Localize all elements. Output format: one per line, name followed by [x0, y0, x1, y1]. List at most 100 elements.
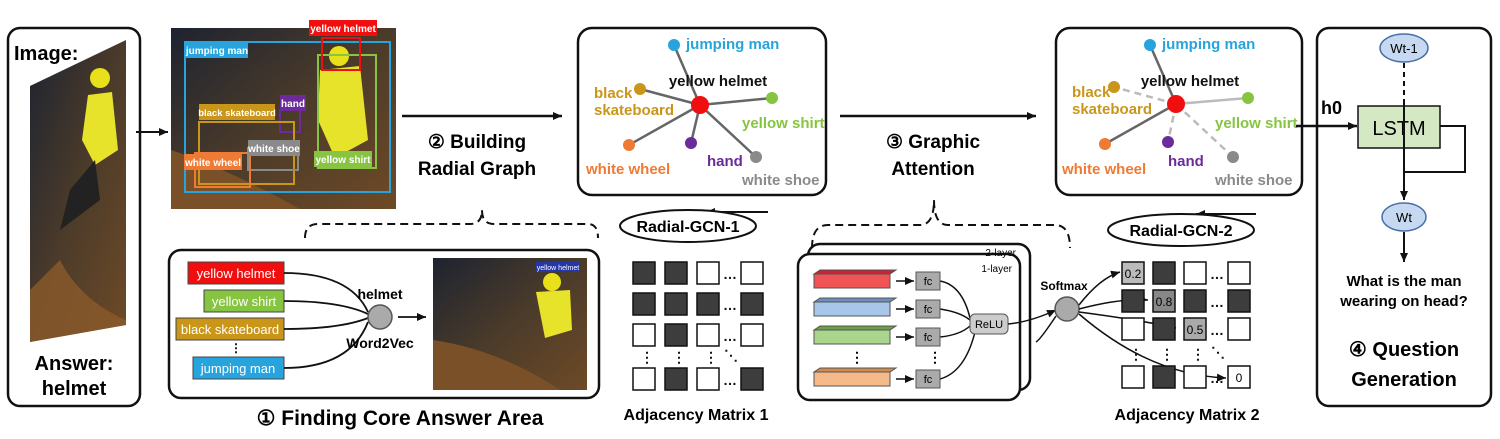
core-area-image [433, 258, 587, 390]
matrix2-value-2: 0.8 [1156, 295, 1173, 309]
graph2-label-white-wheel: white wheel [1061, 161, 1146, 178]
svg-text:white shoe: white shoe [247, 144, 300, 155]
graph2-label-jumping-man: jumping man [1161, 36, 1255, 53]
graph1-label-skateboard: skateboard [594, 102, 674, 119]
svg-text:…: … [1210, 266, 1224, 282]
layer1-label: 1-layer [981, 264, 1012, 275]
relu-label: ReLU [975, 319, 1003, 331]
core-tags-ellipsis: ⋮ [230, 341, 242, 355]
step3-line1: ③ Graphic [886, 132, 981, 153]
detection-tag-yellow-shirt: yellow shirt [314, 151, 372, 167]
fc-ellipsis: ⋮ [928, 349, 942, 365]
svg-text:⋮: ⋮ [1191, 346, 1205, 362]
fc-node-2: fc [915, 299, 941, 319]
step4-line1: ④ Question [1349, 339, 1459, 361]
graph2-label-hand: hand [1168, 153, 1204, 170]
detection-tag-hand: hand [280, 95, 306, 111]
core-word: helmet [357, 286, 402, 302]
svg-text:⋮: ⋮ [640, 349, 654, 365]
graph1-node-white-shoe [750, 151, 762, 163]
svg-text:fc: fc [924, 332, 933, 344]
matrix2-label: Adjacency Matrix 2 [1115, 407, 1260, 424]
relu-to-softmax-edge [1007, 309, 1057, 325]
graph2-node-hand [1162, 136, 1174, 148]
graph2-label-white-shoe: white shoe [1214, 172, 1293, 189]
detection-tag-black-skateboard: black skateboard [198, 104, 276, 120]
lstm-recurrent-loop [1403, 102, 1466, 173]
graph2-node-white-wheel [1099, 138, 1111, 150]
graph2-label-yellow-shirt: yellow shirt [1215, 115, 1298, 132]
graph1-label-jumping-man: jumping man [685, 36, 779, 53]
detection-tag-jumping-man: jumping man [185, 42, 248, 58]
graph1-label-white-wheel: white wheel [585, 161, 670, 178]
core-tag-yellow-helmet: yellow helmet [187, 261, 285, 285]
graph1-node-yellow-helmet [691, 96, 709, 114]
brace-step2 [304, 209, 599, 239]
step4-line2: Generation [1351, 369, 1457, 391]
graph1-node-yellow-shirt [766, 92, 778, 104]
graph1-node-hand [685, 137, 697, 149]
brace-step3 [811, 199, 1071, 249]
adjacency-matrix-2 [1121, 261, 1251, 389]
svg-text:⋮: ⋮ [1160, 346, 1174, 362]
matrix2-value-4: 0 [1236, 371, 1243, 385]
step2-line2: Radial Graph [418, 159, 536, 180]
attention-layer1-box [796, 252, 1022, 402]
core-tag-black-skateboard: black skateboard [175, 317, 285, 341]
graph2-node-white-shoe [1227, 151, 1239, 163]
svg-text:⋱: ⋱ [724, 347, 738, 363]
graph2-node-black-skateboard [1108, 81, 1120, 93]
svg-text:…: … [723, 266, 737, 282]
gcn2-label: Radial-GCN-2 [1129, 223, 1232, 240]
gcn1-ellipse [619, 209, 757, 243]
word2vec-node [367, 304, 393, 330]
layer2-label: 2-layer [985, 248, 1016, 259]
graph1-node-white-wheel [623, 139, 635, 151]
radial-graph-1-edges [628, 44, 773, 158]
h0-label: h0 [1321, 98, 1342, 118]
detection-tag-white-wheel: white wheel [184, 154, 242, 170]
question-line2: wearing on head? [1339, 293, 1468, 310]
matrix2-ellipses: ………… ⋮⋮⋮⋱ [1129, 266, 1225, 386]
word-prev-label: Wt-1 [1390, 41, 1417, 56]
graph2-node-jumping-man [1144, 39, 1156, 51]
matrix2-value-3: 0.5 [1187, 323, 1204, 337]
svg-text:white wheel: white wheel [184, 158, 241, 169]
detection-tag-yellow-helmet: yellow helmet [309, 20, 377, 36]
svg-text:yellow helmet: yellow helmet [197, 266, 276, 281]
svg-text:black skateboard: black skateboard [198, 108, 276, 119]
svg-text:yellow shirt: yellow shirt [212, 294, 277, 309]
fc-node-3: fc [915, 327, 941, 347]
adjacency-matrix-1 [632, 261, 764, 391]
core-tag-yellow-shirt: yellow shirt [203, 289, 285, 313]
answer-value: helmet [42, 378, 107, 400]
svg-text:…: … [1210, 294, 1224, 310]
feature-ellipsis: ⋮ [850, 349, 864, 365]
matrix1-ellipses: ………… ⋮⋮⋮⋱ [640, 266, 738, 388]
svg-text:…: … [1210, 322, 1224, 338]
matrix2-value-1: 0.2 [1125, 267, 1142, 281]
svg-text:⋱: ⋱ [1211, 344, 1225, 360]
graph2-label-skateboard: skateboard [1072, 101, 1152, 118]
step2-line1: ② Building [428, 132, 526, 153]
step1-label: ① Finding Core Answer Area [257, 407, 544, 430]
word2vec-label: Word2Vec [346, 335, 414, 351]
lstm-cell [1357, 105, 1441, 149]
core-tag-jumping-man: jumping man [192, 356, 285, 380]
answer-label: Answer: [35, 353, 114, 375]
svg-text:jumping man: jumping man [185, 46, 248, 57]
image-label: Image: [14, 43, 78, 65]
softmax-feedback-edge [1035, 315, 1057, 343]
svg-text:yellow shirt: yellow shirt [315, 155, 371, 166]
graph1-label-hand: hand [707, 153, 743, 170]
svg-text:⋮: ⋮ [704, 349, 718, 365]
graph1-node-jumping-man [668, 39, 680, 51]
graph1-label-yellow-shirt: yellow shirt [742, 115, 825, 132]
matrix1-label: Adjacency Matrix 1 [624, 407, 769, 424]
graph1-label-black: black [594, 85, 633, 102]
word-current-label: Wt [1396, 210, 1412, 225]
gcn1-label: Radial-GCN-1 [636, 219, 739, 236]
svg-text:…: … [723, 297, 737, 313]
svg-text:…: … [723, 372, 737, 388]
